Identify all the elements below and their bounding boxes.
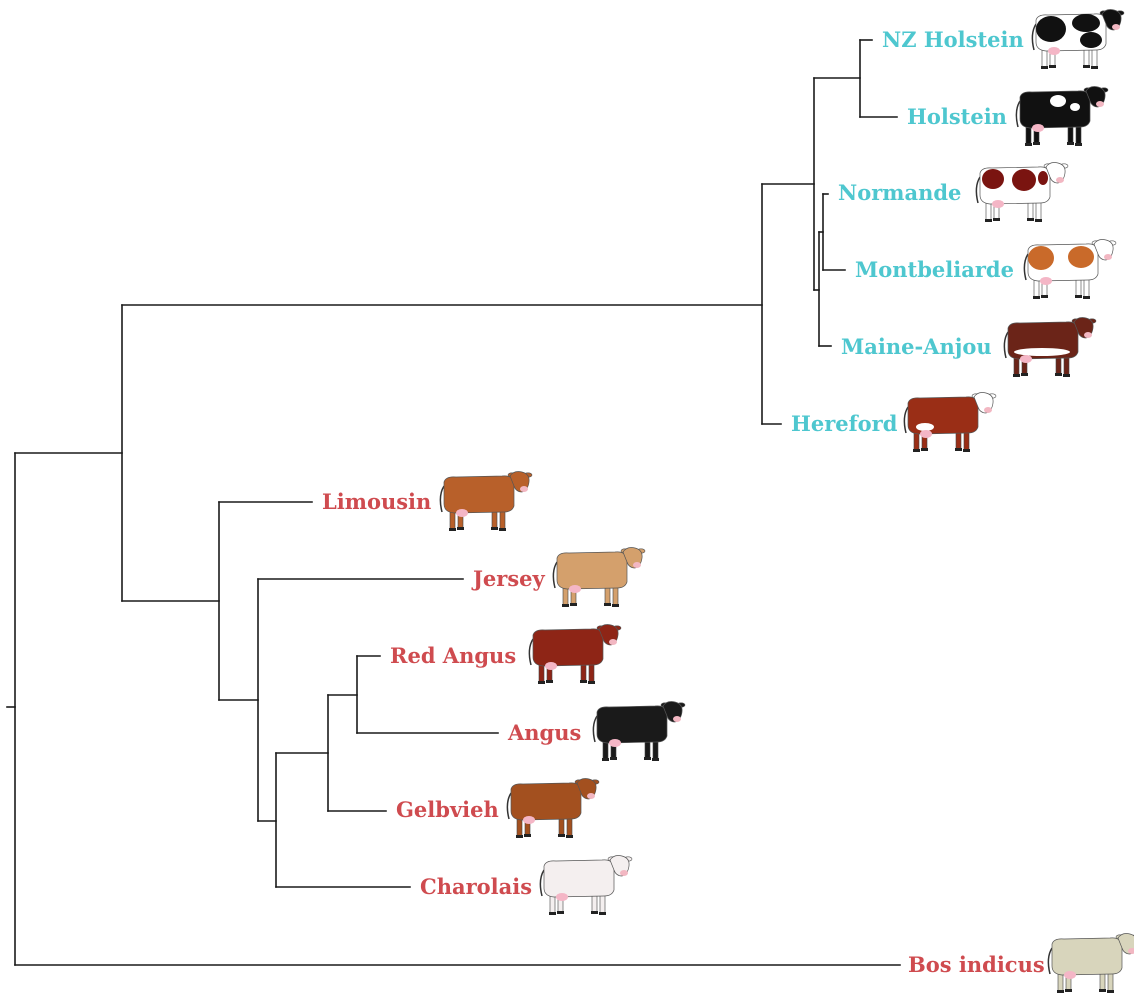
leaf-label-red-angus: Red Angus [390,643,516,668]
jersey-cow-icon [553,548,645,608]
leaf-label-holstein: Holstein [907,104,1007,129]
normande-cow-icon [976,163,1068,223]
holstein-cow-icon [1032,10,1124,70]
montbeliarde-cow-icon [1024,240,1116,300]
leaf-label-montbeliarde: Montbeliarde [855,257,1014,282]
angus-cow-icon [593,702,685,762]
leaf-label-limousin: Limousin [322,489,431,514]
breed-icons [440,10,1134,994]
leaf-label-bos-indicus: Bos indicus [908,952,1045,977]
leaf-label-charolais: Charolais [420,874,532,899]
leaf-label-maine-anjou: Maine-Anjou [841,334,992,359]
leaf-label-normande: Normande [838,180,961,205]
gelbvieh-cow-icon [507,779,599,839]
leaf-label-nz-holstein: NZ Holstein [882,27,1024,52]
leaf-label-angus: Angus [507,720,581,745]
hereford-cow-icon [904,393,996,453]
leaf-labels: NZ Holstein Holstein Normande Montbeliar… [322,27,1045,977]
leaf-label-gelbvieh: Gelbvieh [396,797,499,822]
limousin-cow-icon [440,472,532,532]
charolais-cow-icon [540,856,632,916]
brahman-cow-icon [1048,934,1134,994]
holstein-cow-icon [1016,87,1108,147]
leaf-label-jersey: Jersey [471,566,546,591]
red-angus-cow-icon [529,625,621,685]
leaf-label-hereford: Hereford [791,411,898,436]
maine-anjou-cow-icon [1004,318,1096,378]
